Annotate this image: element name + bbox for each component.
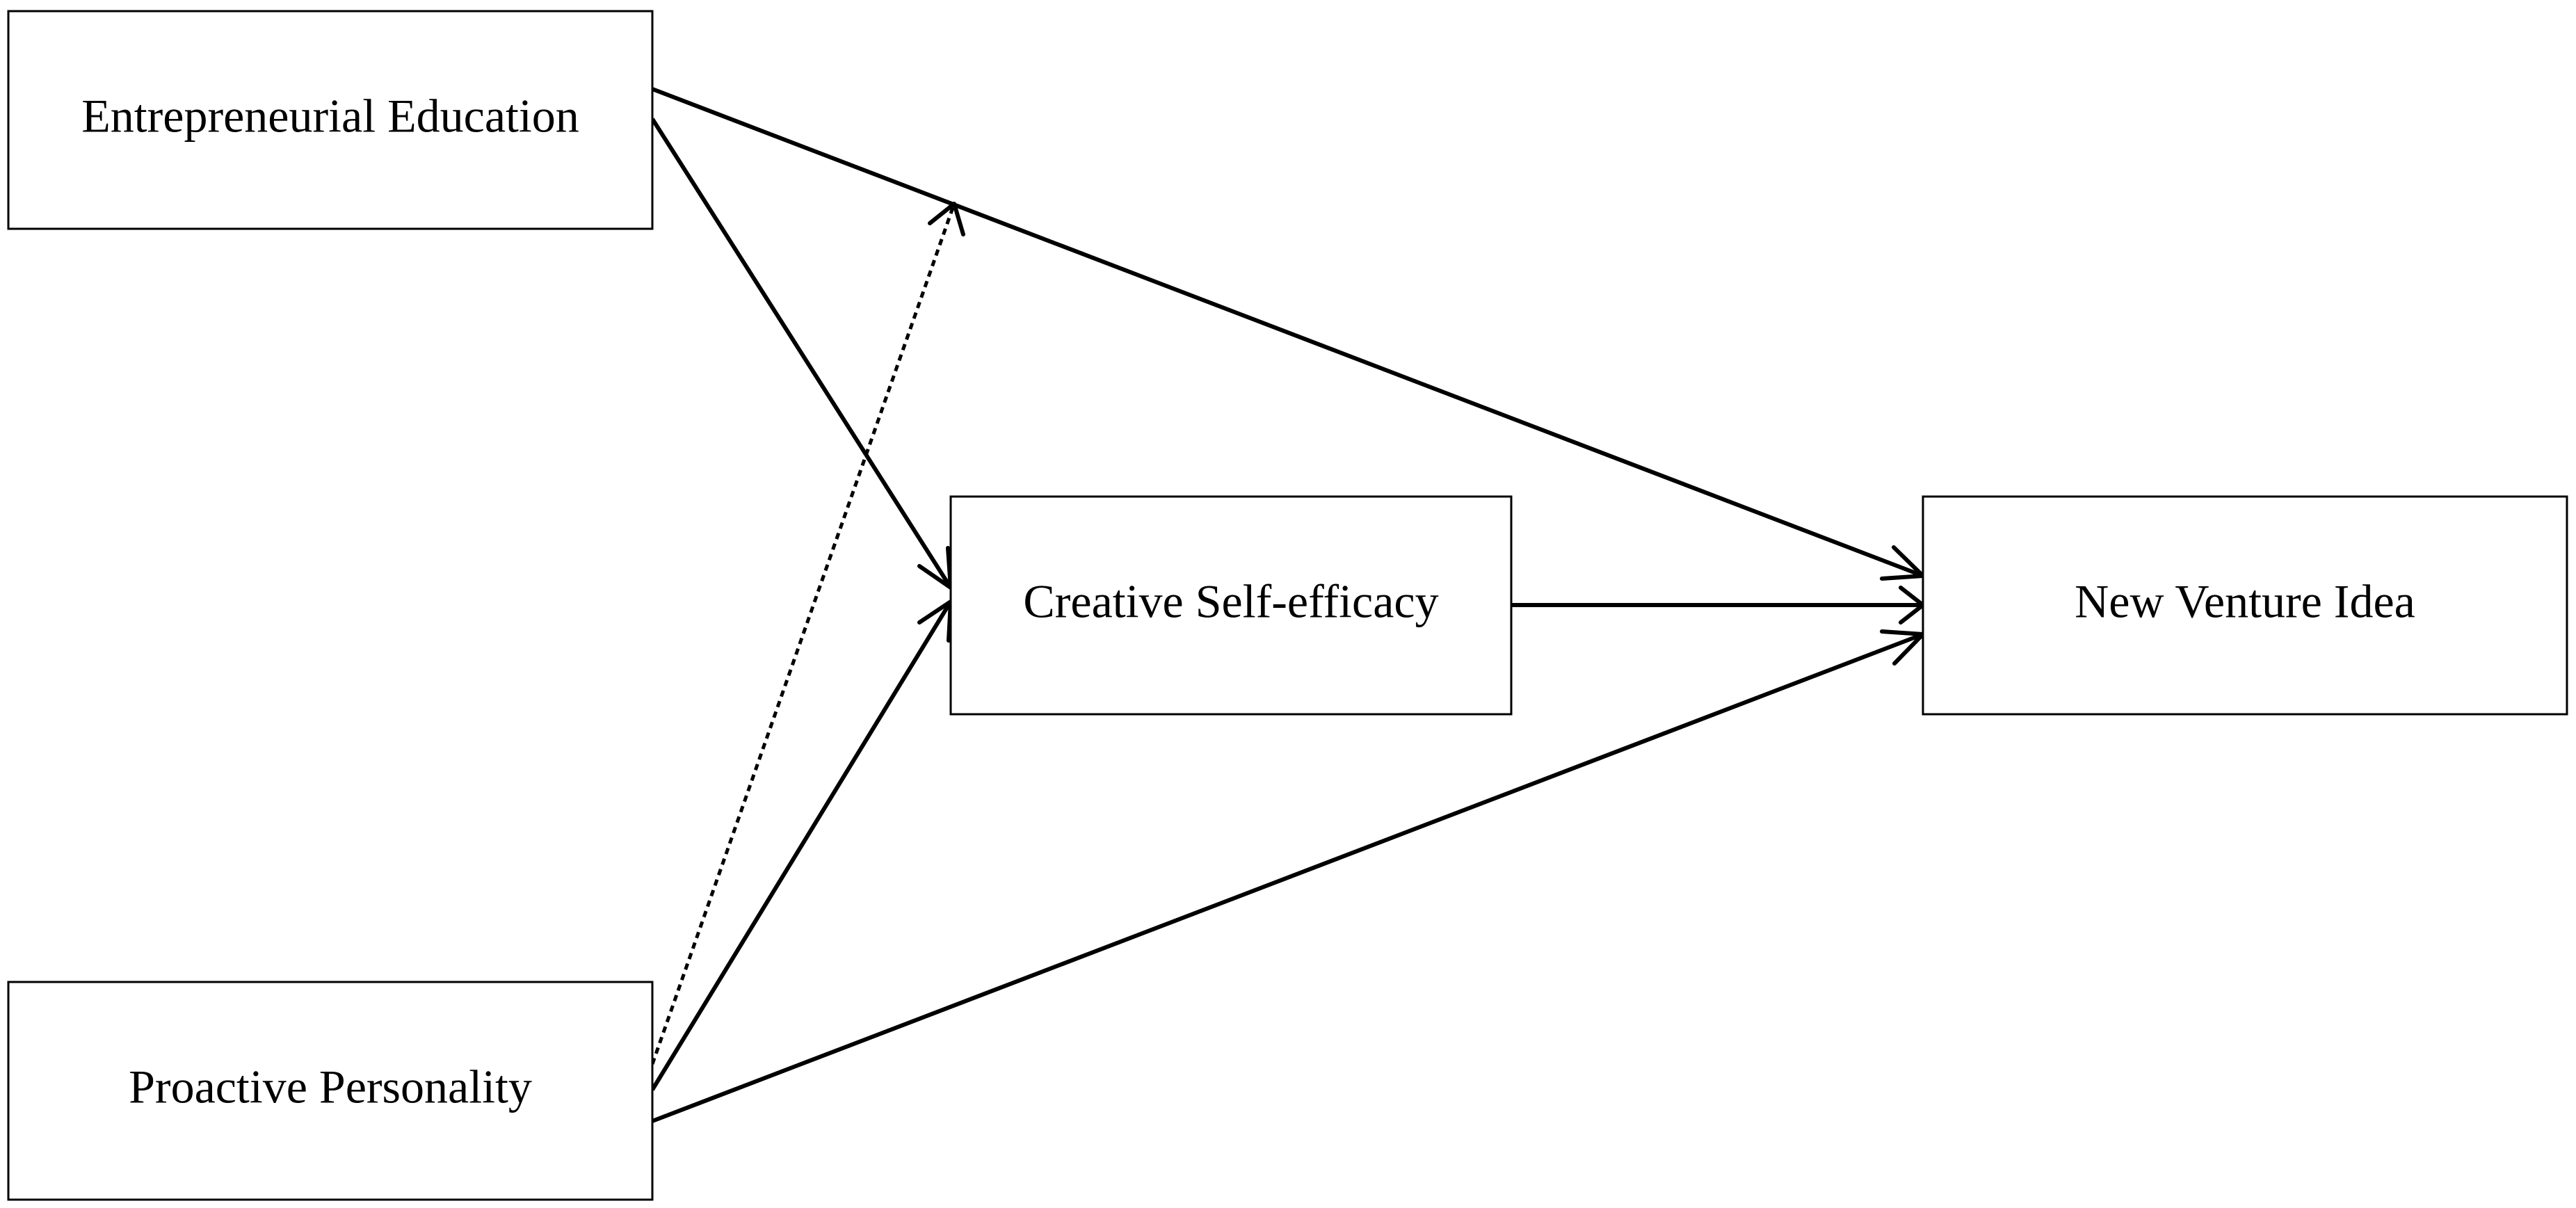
- edge-education-to-self-efficacy: [650, 118, 953, 589]
- arrowhead-moderation: [928, 202, 965, 236]
- node-entrepreneurial-education: Entrepreneurial Education: [7, 10, 654, 230]
- label-creative-self-efficacy: Creative Self-efficacy: [1023, 575, 1438, 628]
- node-box-creative-self-efficacy: [949, 495, 1513, 716]
- label-entrepreneurial-education: Entrepreneurial Education: [81, 90, 579, 143]
- edge-personality-to-self-efficacy: [650, 600, 953, 1091]
- node-proactive-personality: Proactive Personality: [7, 981, 654, 1201]
- label-proactive-personality: Proactive Personality: [129, 1061, 532, 1113]
- label-new-venture-idea: New Venture Idea: [2075, 575, 2415, 628]
- node-new-venture-idea: New Venture Idea: [1922, 495, 2568, 716]
- edge-education-to-venture-idea: [651, 87, 1924, 578]
- node-box-entrepreneurial-education: [7, 10, 654, 230]
- edges: [650, 87, 1925, 1123]
- node-creative-self-efficacy: Creative Self-efficacy: [949, 495, 1513, 716]
- edge-personality-to-venture-idea: [651, 632, 1924, 1123]
- node-box-new-venture-idea: [1922, 495, 2568, 716]
- edge-personality-moderates-education-path: [650, 203, 956, 1065]
- node-box-proactive-personality: [7, 981, 654, 1201]
